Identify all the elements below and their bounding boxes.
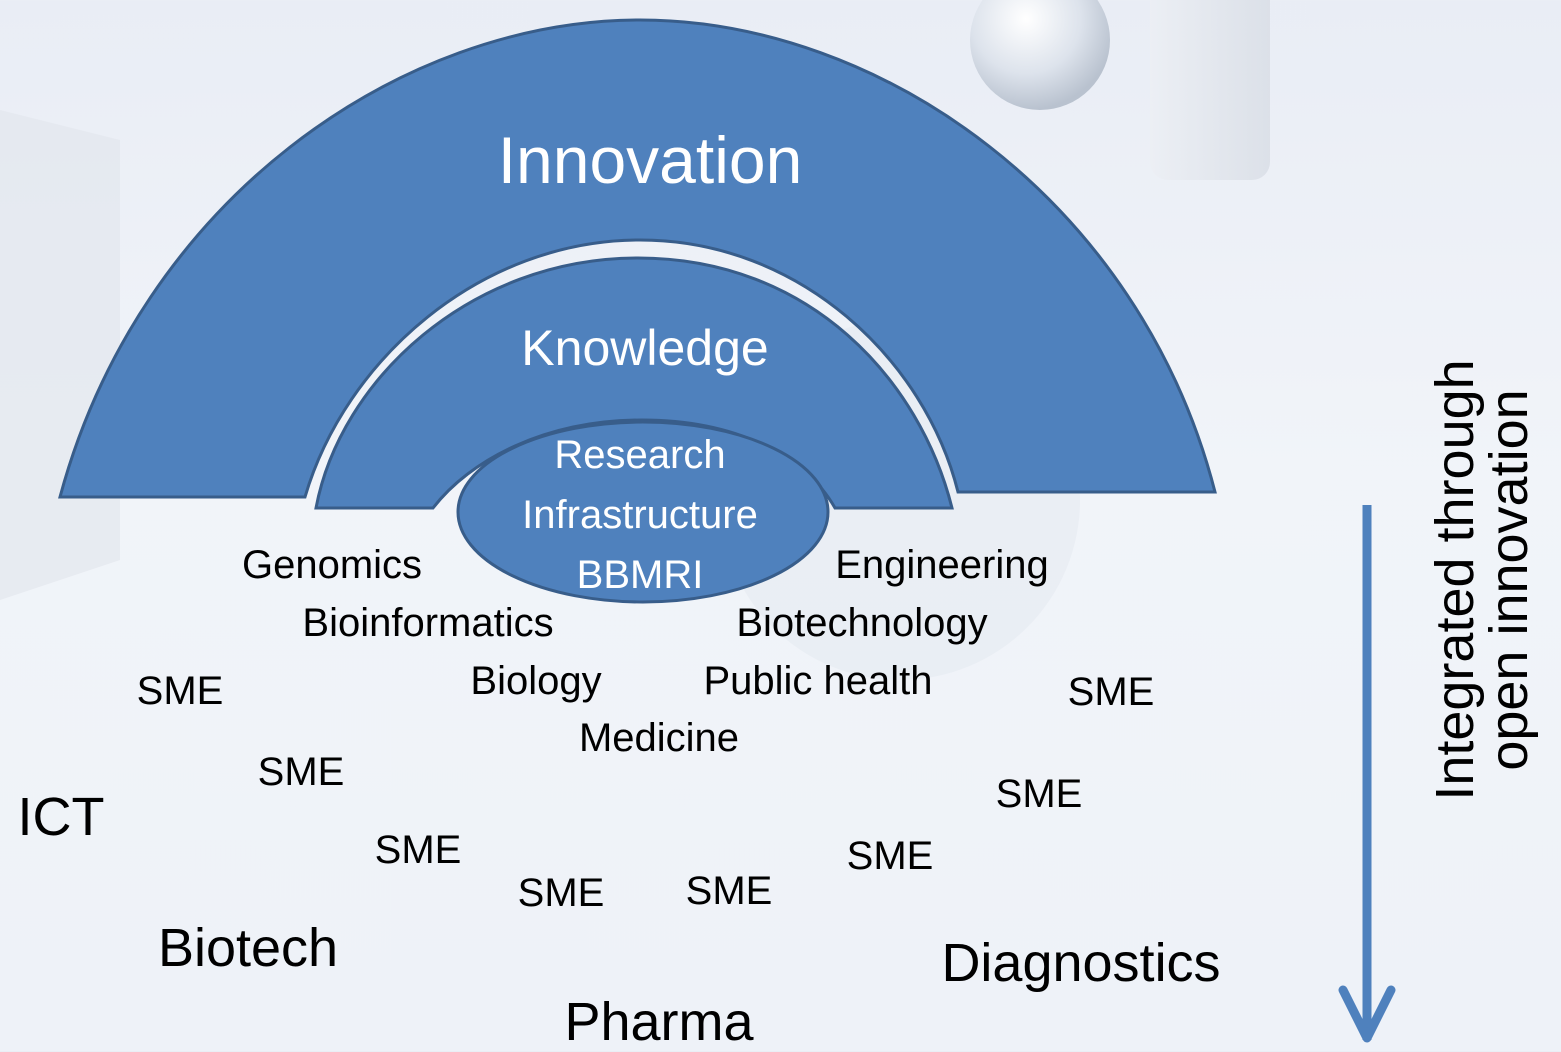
sme-label: SME — [517, 871, 605, 915]
discipline-biotechnology: Biotechnology — [736, 601, 988, 645]
sme-label: SME — [846, 834, 934, 878]
core-label-line-3: BBMRI — [576, 553, 704, 597]
sme-label: SME — [1067, 670, 1155, 714]
sphere-shape — [970, 0, 1110, 110]
research-infrastructure-ellipse — [456, 420, 830, 604]
innovation-label: Innovation — [497, 123, 803, 197]
core-label-line-1: Research — [554, 433, 726, 477]
integration-label: Integrated through open innovation — [1425, 359, 1539, 801]
down-arrow-icon — [1338, 505, 1396, 1043]
knowledge-arc — [314, 256, 954, 510]
knowledge-label: Knowledge — [521, 320, 769, 376]
sector-pharma: Pharma — [564, 992, 754, 1052]
core-label-line-2: Infrastructure — [522, 493, 758, 537]
core-label: Research Infrastructure BBMRI — [522, 425, 758, 605]
discipline-public-health: Public health — [703, 659, 933, 703]
discipline-bioinformatics: Bioinformatics — [302, 601, 554, 645]
sme-label: SME — [257, 750, 345, 794]
bar-shape — [1150, 0, 1270, 180]
sector-diagnostics: Diagnostics — [941, 933, 1221, 993]
sector-ict: ICT — [17, 787, 105, 847]
integration-label-line-1: Integrated through — [1425, 359, 1485, 801]
discipline-biology: Biology — [470, 659, 602, 703]
innovation-arc — [58, 18, 1217, 499]
sme-label: SME — [374, 828, 462, 872]
discipline-medicine: Medicine — [578, 716, 740, 760]
sector-biotech: Biotech — [157, 918, 339, 978]
sme-label: SME — [995, 772, 1083, 816]
sme-label: SME — [685, 869, 773, 913]
integration-label-line-2: open innovation — [1479, 389, 1539, 771]
discipline-engineering: Engineering — [835, 543, 1049, 587]
sme-label: SME — [136, 669, 224, 713]
discipline-genomics: Genomics — [241, 543, 423, 587]
